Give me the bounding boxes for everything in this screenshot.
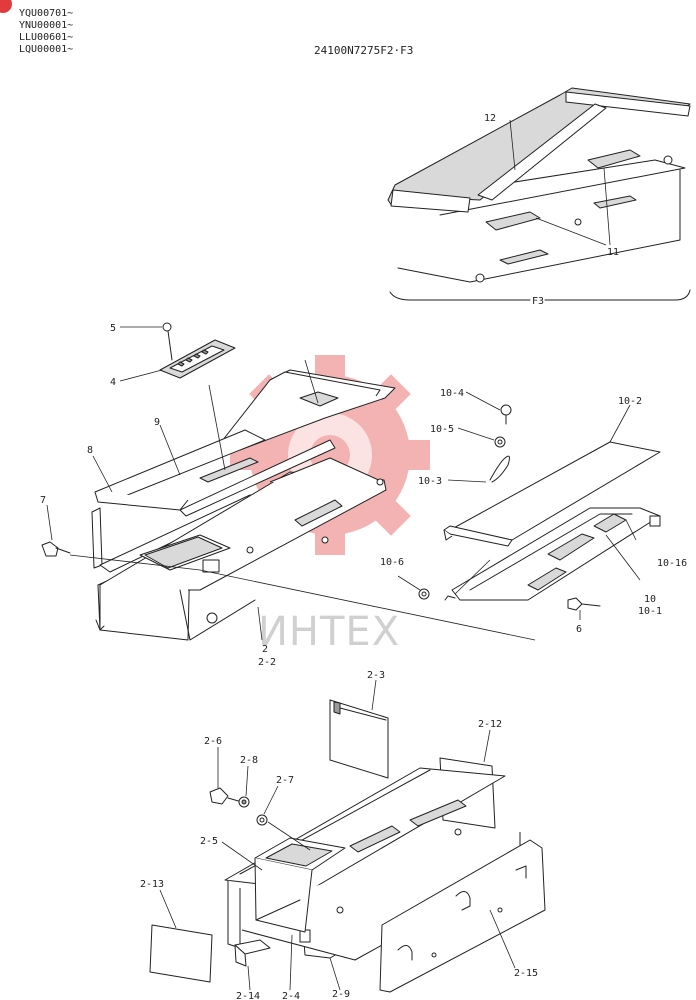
part-8-cover bbox=[94, 429, 336, 517]
part-9-label: 9 bbox=[154, 417, 160, 428]
part-2-3-bracket bbox=[329, 699, 389, 779]
part-12-label: 12 bbox=[484, 113, 496, 124]
part-2-3-label: 2-3 bbox=[367, 670, 385, 681]
part-7-screw-icon bbox=[41, 541, 71, 557]
part-2-7-label: 2-7 bbox=[276, 775, 294, 786]
watermark-text: ИНТЕХ bbox=[258, 609, 400, 655]
part-5-screw-icon bbox=[162, 322, 173, 361]
part-10-1-label: 10-1 bbox=[638, 606, 662, 617]
part-10-3-spring-icon bbox=[489, 455, 510, 483]
part-10-2-label: 10-2 bbox=[618, 396, 642, 407]
part-9-bracket bbox=[214, 369, 396, 451]
serial-range: LQU00001~ bbox=[19, 44, 73, 55]
diagram-code: 24100N7275F2·F3 bbox=[314, 44, 413, 57]
part-2-15-label: 2-15 bbox=[514, 968, 538, 979]
part-2-5-duct bbox=[254, 837, 346, 933]
part-10-16-label: 10-16 bbox=[657, 558, 687, 569]
part-2-5-label: 2-5 bbox=[200, 836, 218, 847]
part-2-8-washer-icon bbox=[238, 796, 250, 808]
part-2-8-label: 2-8 bbox=[240, 755, 258, 766]
part-10-4-screw-icon bbox=[500, 404, 512, 425]
part-4-switch bbox=[159, 339, 236, 379]
serial-range: YQU00701~ bbox=[19, 8, 73, 19]
part-2-14-label: 2-14 bbox=[236, 991, 260, 1000]
f3-inset bbox=[387, 87, 691, 301]
part-2-15-panel bbox=[379, 839, 546, 993]
part-6-label: 6 bbox=[576, 624, 582, 635]
part-6-screw-icon bbox=[567, 597, 601, 611]
part-10-3-label: 10-3 bbox=[418, 476, 442, 487]
part-10-5-washer-icon bbox=[494, 436, 506, 448]
part-10-6-nut-icon bbox=[418, 588, 430, 600]
part-4-label: 4 bbox=[110, 377, 116, 388]
part-2-6-label: 2-6 bbox=[204, 736, 222, 747]
part-2-13-label: 2-13 bbox=[140, 879, 164, 890]
part-10-frame bbox=[444, 507, 661, 601]
part-2-6-screw-icon bbox=[209, 787, 243, 805]
part-8-label: 8 bbox=[87, 445, 93, 456]
part-10-label: 10 bbox=[644, 594, 656, 605]
f3-label: F3 bbox=[532, 296, 544, 307]
part-7-label: 7 bbox=[40, 495, 46, 506]
part-2-4-label: 2-4 bbox=[282, 991, 300, 1000]
part-11-label: 11 bbox=[607, 247, 619, 258]
part-10-6-label: 10-6 bbox=[380, 557, 404, 568]
serial-range: LLU00601~ bbox=[19, 32, 73, 43]
part-10-5-label: 10-5 bbox=[430, 424, 454, 435]
part-2-12-label: 2-12 bbox=[478, 719, 502, 730]
part-10-2-plate bbox=[443, 441, 661, 547]
part-2-label: 2 bbox=[262, 644, 268, 655]
part-2-7-washer-icon bbox=[256, 814, 268, 826]
part-2-chassis bbox=[91, 457, 387, 641]
part-5-label: 5 bbox=[110, 323, 116, 334]
serial-range: YNU00001~ bbox=[19, 20, 73, 31]
logo-icon bbox=[0, 0, 12, 13]
part-2-2-label: 2-2 bbox=[258, 657, 276, 668]
part-10-4-label: 10-4 bbox=[440, 388, 464, 399]
part-2-9-label: 2-9 bbox=[332, 989, 350, 1000]
part-2-13-plate bbox=[149, 924, 213, 983]
part-2-14-block bbox=[234, 939, 271, 967]
